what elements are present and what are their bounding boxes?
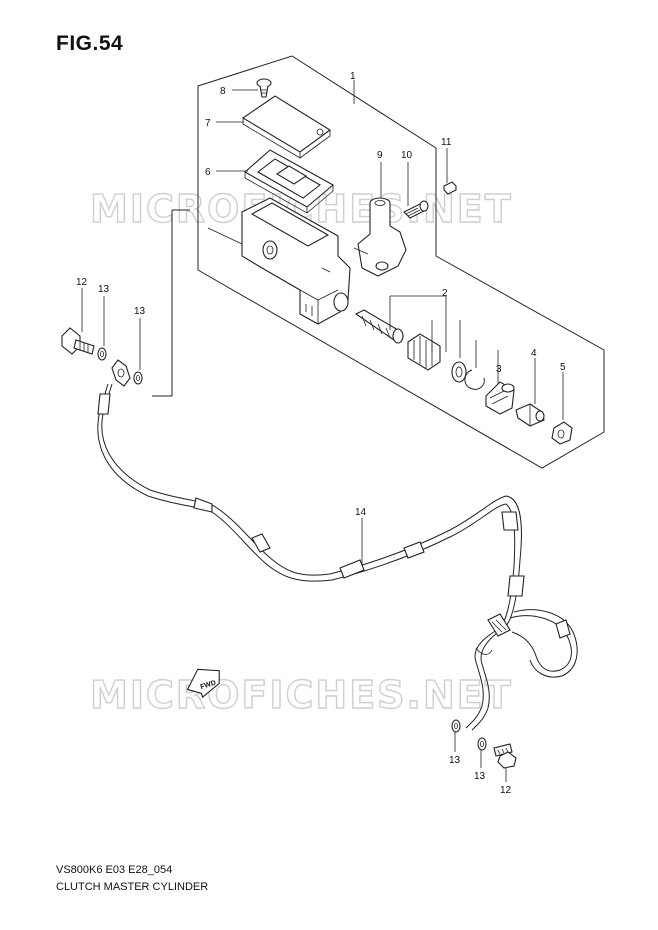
callout-2: 2 <box>442 288 448 299</box>
washer-left-a-part-13 <box>97 347 107 361</box>
callout-13-left-b: 13 <box>134 306 146 317</box>
fwd-label: FWD <box>200 680 217 692</box>
callout-12-right: 12 <box>500 785 512 796</box>
callout-5: 5 <box>560 362 566 373</box>
union-bolt-right-part-12 <box>493 743 517 769</box>
callout-1: 1 <box>350 71 356 82</box>
fwd-arrow-icon: FWD <box>186 668 220 699</box>
clutch-hose-part-14 <box>97 359 578 731</box>
callout-12-left: 12 <box>76 277 88 288</box>
callout-10: 10 <box>401 150 413 161</box>
figure-title: FIG.54 <box>56 32 124 55</box>
callout-11: 11 <box>441 137 452 148</box>
figure-name: CLUTCH MASTER CYLINDER <box>56 881 209 893</box>
master-cylinder-body <box>207 197 351 325</box>
washer-right-b-part-13 <box>477 737 487 751</box>
piston-kit-part-2 <box>354 309 467 383</box>
watermark-bottom: MICROFICHES.NET <box>90 673 513 717</box>
lever-bracket-part-9 <box>353 197 407 277</box>
callout-labels: 1 2 3 4 5 6 7 8 9 10 11 12 13 13 14 13 1… <box>76 71 566 796</box>
washer-right-a-part-13 <box>451 719 461 733</box>
callout-14: 14 <box>355 507 367 518</box>
callout-8: 8 <box>220 86 226 97</box>
callout-9: 9 <box>377 150 383 161</box>
boot-part-3 <box>485 381 515 415</box>
callout-13-right-a: 13 <box>449 755 461 766</box>
diaphragm-part-6 <box>244 149 334 214</box>
callout-13-left-a: 13 <box>98 284 110 295</box>
callout-3: 3 <box>496 364 502 375</box>
assembly-outline <box>152 55 605 469</box>
rod-end-part-5 <box>551 421 573 445</box>
nut-part-11 <box>443 181 457 195</box>
union-bolt-left-part-12 <box>61 327 95 355</box>
leader-lines <box>81 80 564 782</box>
circlip <box>464 369 485 390</box>
screw-part-8 <box>256 78 272 98</box>
callout-6: 6 <box>205 167 211 178</box>
reservoir-cap-part-7 <box>241 95 331 159</box>
callout-13-right-b: 13 <box>474 771 486 782</box>
bolt-part-10 <box>403 200 429 219</box>
callout-7: 7 <box>205 118 211 129</box>
washer-left-b-part-13 <box>133 371 143 385</box>
callout-4: 4 <box>531 348 537 359</box>
pushrod-part-4 <box>515 403 545 427</box>
figure-code: VS800K6 E03 E28_054 <box>56 864 173 876</box>
